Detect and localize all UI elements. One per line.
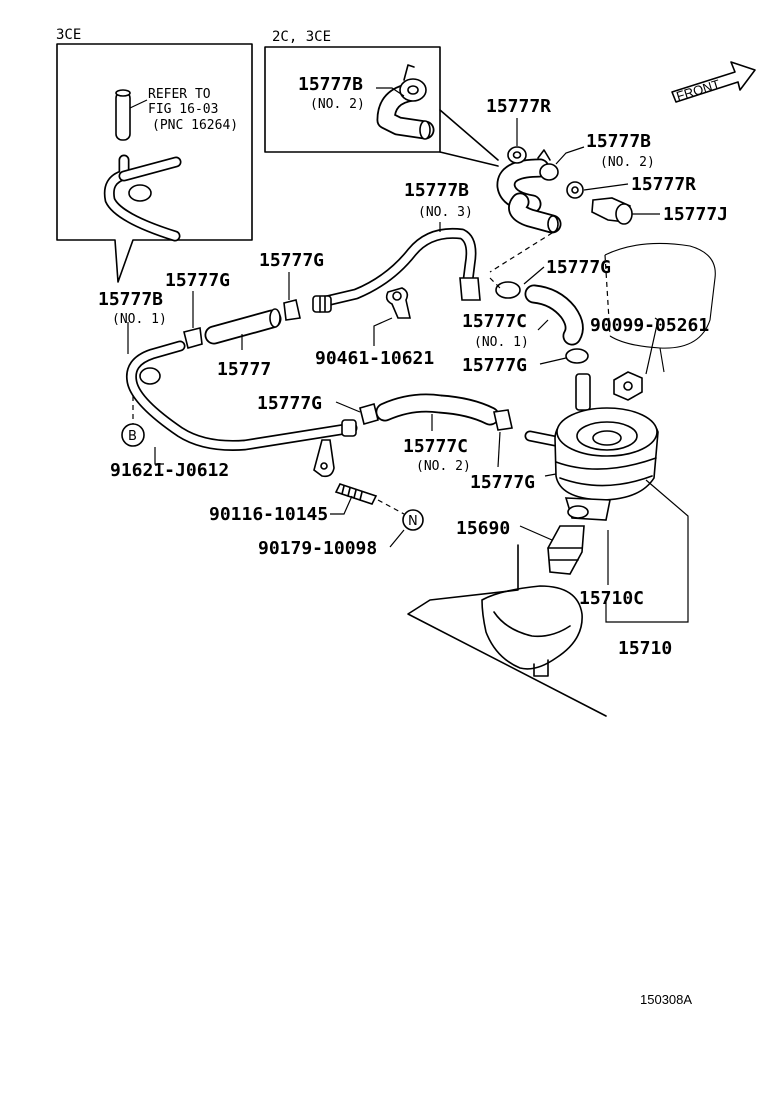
label-15777g-c: 15777G — [546, 257, 611, 278]
oil-pan-outline — [407, 544, 607, 717]
circle-ref-b-text: B — [128, 429, 137, 444]
front-label: FRONT — [674, 76, 721, 103]
hose-15777c-no2 — [359, 393, 513, 431]
label-15777g-d: 15777G — [257, 393, 322, 414]
diagram-id: 150308A — [640, 992, 692, 1007]
label-90116-10145: 90116-10145 — [209, 504, 328, 525]
label-15777j: 15777J — [663, 204, 728, 225]
leader-lines — [127, 87, 689, 623]
oil-cooler-assembly — [524, 373, 659, 575]
refer-note-line3: (PNC 16264) — [152, 118, 238, 133]
label-15777g-a: 15777G — [165, 270, 230, 291]
clamp-15777g-b — [283, 299, 301, 321]
label-15777r-right: 15777R — [631, 174, 696, 195]
refer-note-line2: FIG 16-03 — [148, 102, 218, 117]
label-15710c: 15710C — [579, 588, 644, 609]
label-15777g-b: 15777G — [259, 250, 324, 271]
label-15777r-top: 15777R — [486, 96, 551, 117]
label-15690: 15690 — [456, 518, 510, 539]
label-15777b-no1-sub: (NO. 1) — [112, 312, 167, 327]
refer-note-line1: REFER TO — [148, 87, 211, 102]
inset-3ce-caption: 3CE — [56, 27, 81, 43]
stud-90116 — [334, 483, 405, 515]
circle-ref-n-text: N — [408, 514, 418, 529]
label-15777b-right-sub: (NO. 2) — [600, 155, 655, 170]
oil-filter-outline — [604, 242, 716, 401]
label-15777c-no1-sub: (NO. 1) — [474, 335, 529, 350]
hose-15777 — [183, 299, 301, 349]
label-90179-10098: 90179-10098 — [258, 538, 377, 559]
clamp-15777g-f — [565, 348, 589, 364]
label-90099-05261: 90099-05261 — [590, 315, 709, 336]
upper-vent-cluster — [489, 146, 633, 273]
clamp-15777g-e — [493, 409, 513, 431]
circle-ref-n: N — [402, 509, 424, 531]
clamp-15777g-d — [359, 403, 379, 425]
label-15777: 15777 — [217, 359, 271, 380]
inset-2c-3ce: 2C, 3CE — [264, 29, 499, 167]
label-15710: 15710 — [618, 638, 672, 659]
label-90461-10621: 90461-10621 — [315, 348, 434, 369]
pipe-15777b-no1 — [125, 340, 358, 478]
hose-15777c-no1 — [489, 277, 589, 364]
clamp-15777g-a — [183, 327, 203, 349]
label-15777b-no3: 15777B — [404, 180, 469, 201]
label-15777g-f: 15777G — [462, 355, 527, 376]
label-91621-j0612: 91621-J0612 — [110, 460, 229, 481]
label-15777b-no2: 15777B — [298, 74, 363, 95]
label-15777g-e: 15777G — [470, 472, 535, 493]
inset-3ce: 3CE REFER TO FIG 16-03 (PNC 16264) — [56, 27, 253, 283]
relief-valve-15690 — [547, 525, 585, 575]
label-15777b-no2-sub: (NO. 2) — [310, 97, 365, 112]
label-15777b-no1: 15777B — [98, 289, 163, 310]
refer-tube — [115, 91, 131, 141]
part-labels: 15777B (NO. 2) 15777R 15777B (NO. 2) 157… — [98, 74, 728, 659]
label-15777b-right: 15777B — [586, 131, 651, 152]
label-15777c-no1: 15777C — [462, 311, 527, 332]
bracket-90461 — [385, 287, 411, 319]
label-15777c-no2: 15777C — [403, 436, 468, 457]
inset-2c-3ce-caption: 2C, 3CE — [272, 29, 331, 45]
label-15777b-no3-sub: (NO. 3) — [418, 205, 473, 220]
label-15777c-no2-sub: (NO. 2) — [416, 459, 471, 474]
pipe-15777b-no3 — [312, 227, 481, 313]
front-arrow: FRONT — [671, 61, 756, 104]
clamp-15777g-c — [495, 281, 521, 299]
circle-ref-b: B — [121, 396, 145, 447]
